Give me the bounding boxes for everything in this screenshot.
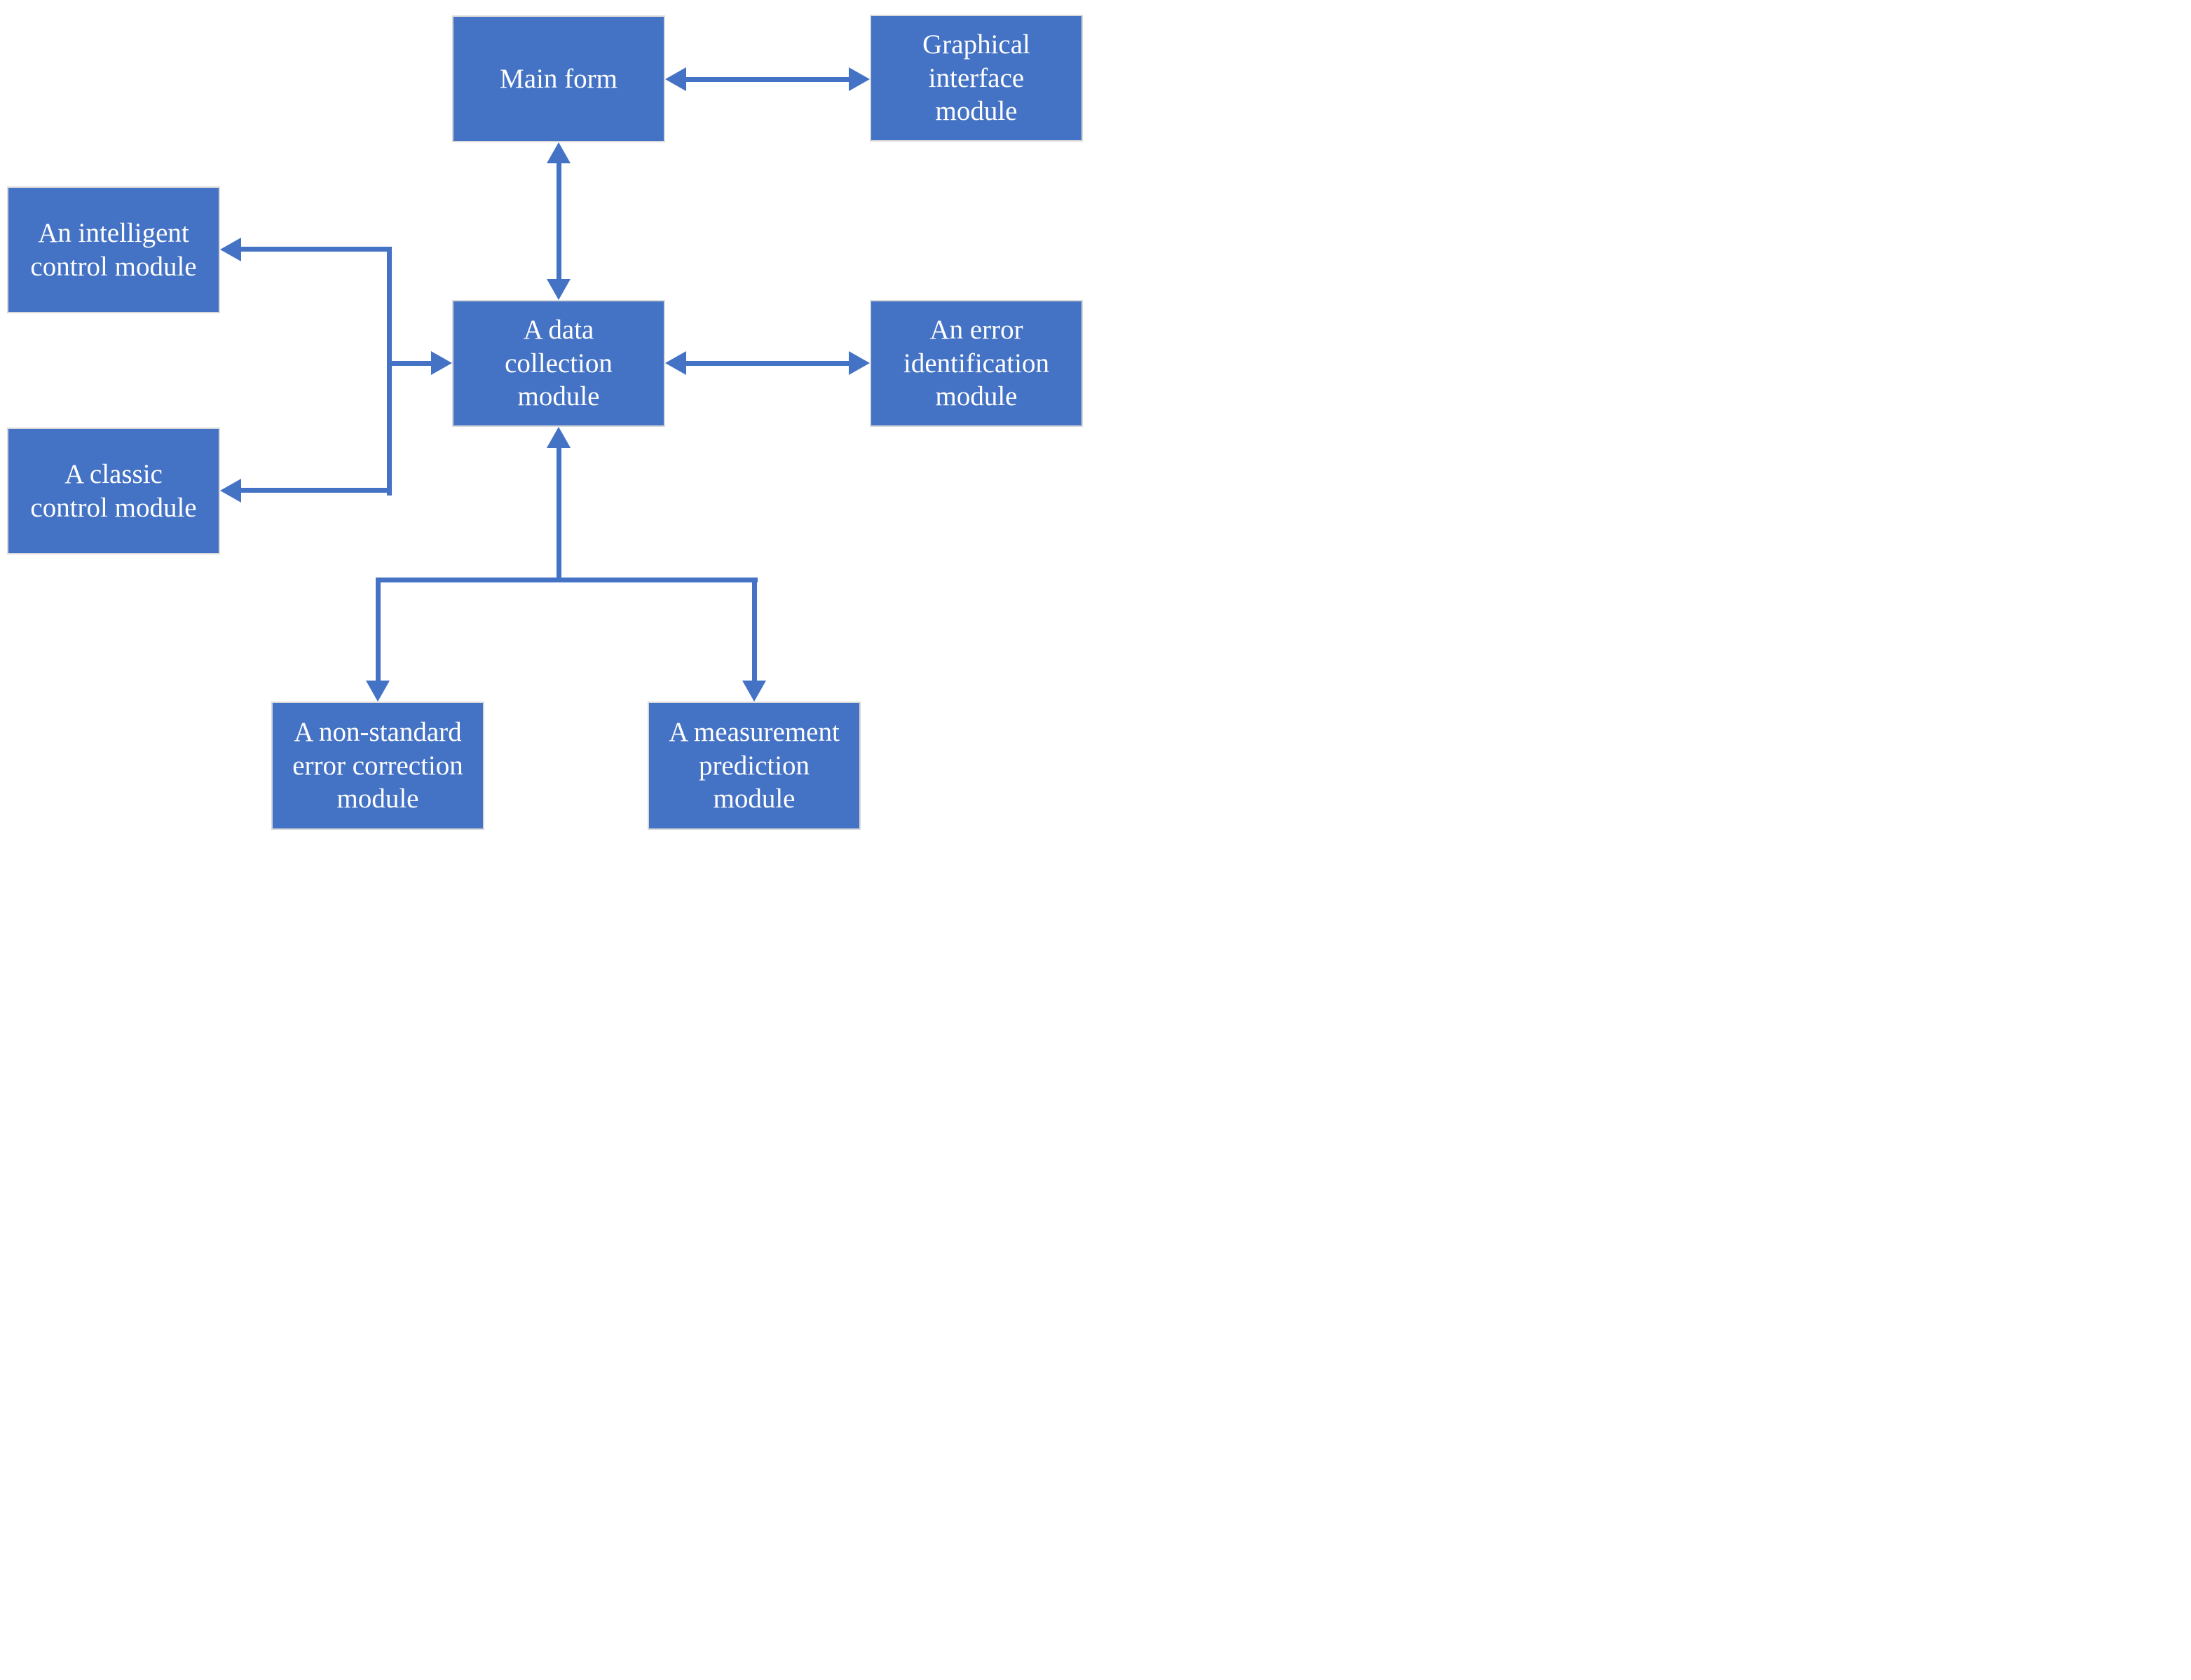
arrow-shaft bbox=[683, 361, 852, 366]
arrowhead-right-icon bbox=[849, 351, 870, 375]
arrowhead-into-measurement-prediction-icon bbox=[742, 681, 766, 702]
diagram-canvas: Main form Graphical interface module An … bbox=[0, 0, 1096, 840]
branch-horizontal-line bbox=[376, 578, 758, 582]
arrowhead-into-classic-control-icon bbox=[220, 479, 241, 503]
arrowhead-left-icon bbox=[665, 67, 686, 91]
branch-stem-line bbox=[557, 446, 561, 580]
branch-top-line bbox=[240, 247, 389, 252]
branch-vertical-line bbox=[387, 247, 392, 496]
arrowhead-into-data-collection-icon bbox=[431, 351, 452, 375]
node-main-form: Main form bbox=[452, 15, 665, 142]
branch-bottom-line bbox=[240, 488, 389, 493]
arrowhead-into-data-collection-bottom-icon bbox=[547, 427, 571, 448]
node-graphical-interface-module: Graphical interface module bbox=[870, 15, 1083, 142]
node-intelligent-control-module: An intelligent control module bbox=[7, 186, 220, 313]
arrowhead-left-icon bbox=[665, 351, 686, 375]
arrowhead-right-icon bbox=[849, 67, 870, 91]
arrowhead-down-icon bbox=[547, 279, 571, 300]
arrowhead-up-icon bbox=[547, 142, 571, 163]
arrowhead-into-intelligent-control-icon bbox=[220, 238, 241, 261]
node-error-identification-module: An error identification module bbox=[870, 300, 1083, 427]
arrow-shaft bbox=[683, 77, 852, 82]
arrowhead-into-nonstandard-error-correction-icon bbox=[366, 681, 390, 702]
node-classic-control-module: A classic control module bbox=[7, 428, 220, 554]
branch-left-drop-line bbox=[376, 578, 381, 682]
node-nonstandard-error-correction-module: A non-standard error correction module bbox=[271, 702, 484, 830]
node-data-collection-module: A data collection module bbox=[452, 300, 665, 427]
branch-right-drop-line bbox=[752, 578, 757, 682]
branch-middle-line bbox=[387, 361, 432, 366]
arrow-shaft bbox=[557, 162, 561, 280]
node-measurement-prediction-module: A measurement prediction module bbox=[648, 702, 861, 830]
